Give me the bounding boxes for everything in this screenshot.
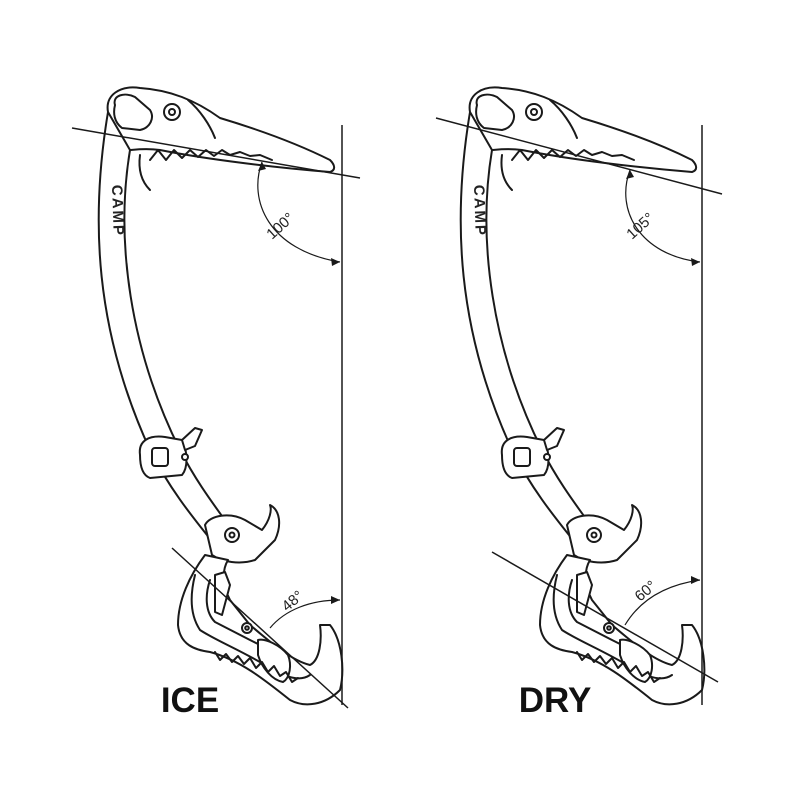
ice-head-angle-line: [71, 127, 361, 179]
dry-tool: CAMP 105° 60° DRY: [435, 86, 723, 720]
dry-head-angle-value: 105°: [623, 210, 657, 243]
dry-grip-angle-arc: [624, 579, 701, 626]
dry-grip-angle-line: [491, 551, 719, 683]
brand-logo: CAMP: [108, 185, 127, 238]
ice-tool-drawing: [97, 86, 344, 706]
dry-head-angle-line: [435, 117, 723, 195]
ice-mode-label: ICE: [161, 681, 219, 720]
dry-head-angle-arc: [625, 169, 701, 263]
ice-grip-angle-value: 48°: [279, 587, 307, 615]
brand-logo: CAMP: [470, 185, 489, 238]
ice-grip-angle-line: [171, 547, 349, 709]
ice-head-angle-value: 100°: [263, 210, 297, 243]
dry-grip-angle-value: 60°: [632, 577, 660, 605]
ice-head-angle-arc: [257, 161, 341, 263]
ice-tool: CAMP 100° 48° ICE: [71, 86, 361, 720]
dry-mode-label: DRY: [519, 681, 592, 720]
